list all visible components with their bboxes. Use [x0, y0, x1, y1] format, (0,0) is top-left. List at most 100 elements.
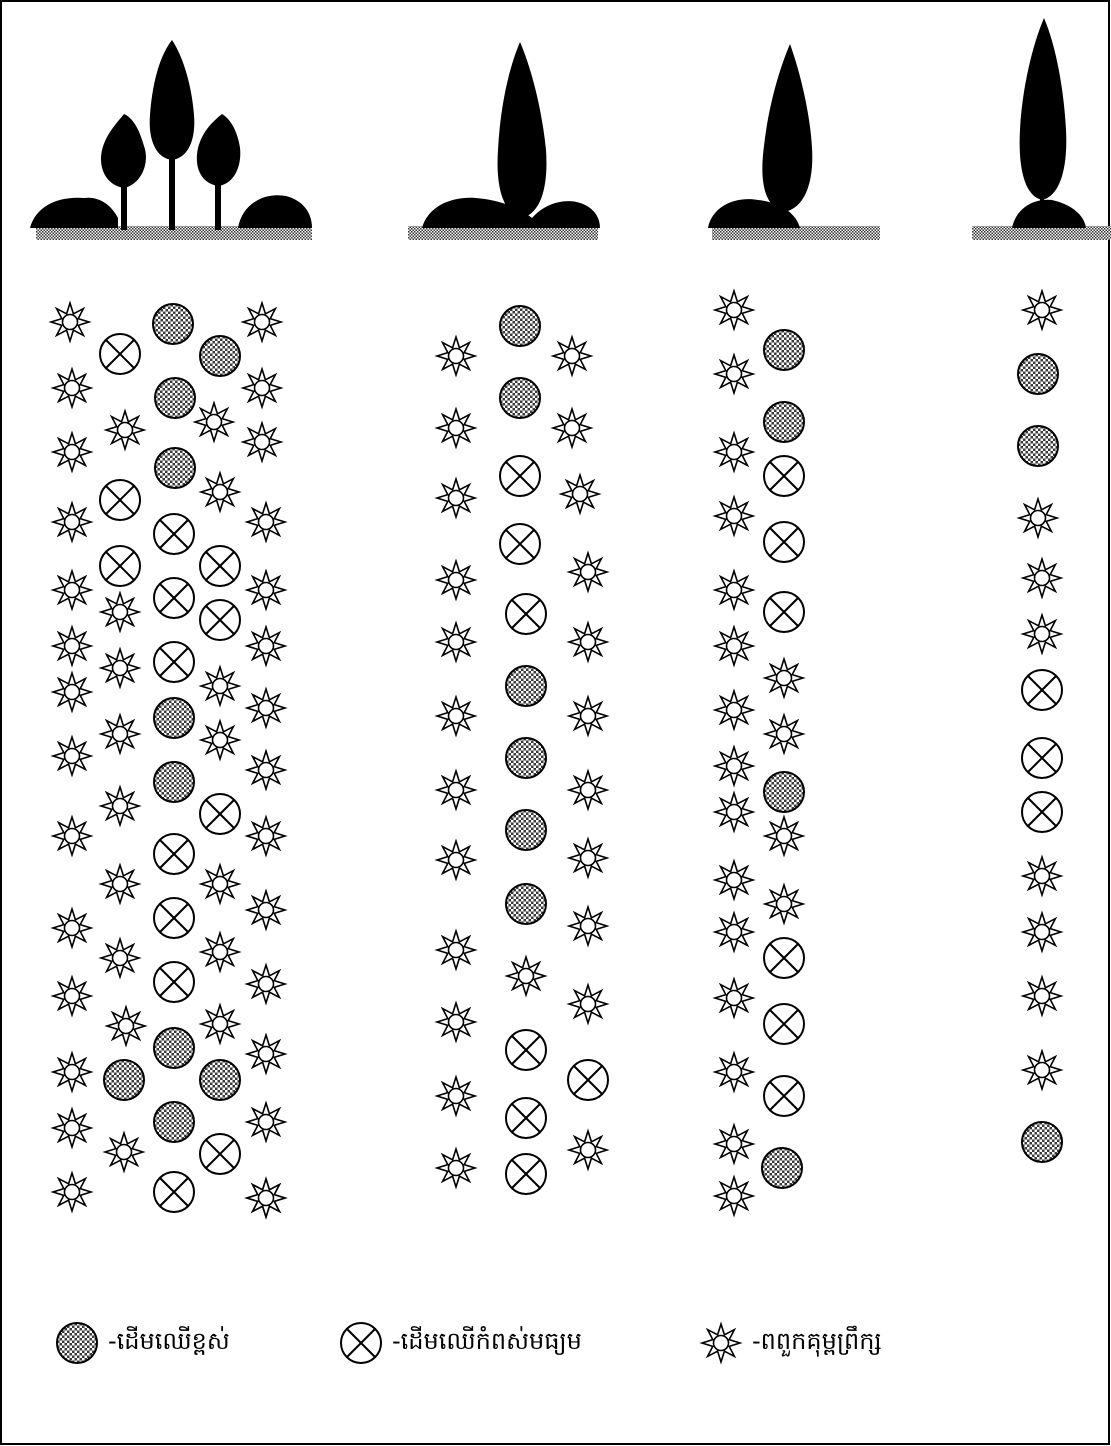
shrub-mark — [507, 957, 545, 995]
shrub-mark — [715, 571, 753, 609]
shrub-mark — [195, 403, 233, 441]
shrub-mark — [569, 907, 607, 945]
medium-tree-mark — [100, 546, 140, 586]
medium-tree-mark — [1022, 792, 1062, 832]
tall-tree-mark — [500, 378, 540, 418]
shrub-mark — [53, 1173, 91, 1211]
medium-tree-mark — [154, 834, 194, 874]
shrub-mark — [765, 885, 803, 923]
shrub-mark — [715, 1125, 753, 1163]
shrub-mark — [437, 409, 475, 447]
shrub-mark — [53, 737, 91, 775]
shrub-mark — [1023, 1051, 1061, 1089]
tall-tree-mark — [764, 402, 804, 442]
shrub-mark — [561, 475, 599, 513]
tall-tree-mark — [1018, 426, 1058, 466]
legend-shrub-label: -ពពួកគុម្ពព្រឹក្ស — [752, 1326, 882, 1361]
medium-tree-mark — [764, 456, 804, 496]
legend-shrub: -ពពួកគុម្ពព្រឹក្ស — [696, 1318, 882, 1368]
shrub-mark — [53, 503, 91, 541]
medium-tree-mark — [506, 1030, 546, 1070]
tall-tree-mark — [200, 1060, 240, 1100]
checkered-circle-icon — [52, 1318, 102, 1368]
medium-tree-mark — [200, 600, 240, 640]
shrub-mark — [101, 939, 139, 977]
tall-tree-mark — [104, 1060, 144, 1100]
shrub-mark — [1019, 499, 1057, 537]
tall-tree-mark — [762, 1148, 802, 1188]
shrub-mark — [1023, 857, 1061, 895]
medium-tree-mark — [154, 898, 194, 938]
tall-tree-mark — [154, 762, 194, 802]
shrub-mark — [715, 913, 753, 951]
shrub-mark — [247, 689, 285, 727]
shrub-mark — [247, 817, 285, 855]
tall-tree-mark — [200, 336, 240, 376]
shrub-mark — [1023, 559, 1061, 597]
shrub-mark — [53, 433, 91, 471]
medium-tree-mark — [154, 514, 194, 554]
stand-3-plan — [715, 291, 804, 1215]
medium-tree-mark — [764, 1004, 804, 1044]
shrub-mark — [715, 747, 753, 785]
shrub-mark — [247, 503, 285, 541]
legend-tall-tree: -ដើមឈើខ្ពស់ — [52, 1318, 230, 1368]
tree-layout — [51, 291, 1062, 1217]
shrub-mark — [107, 1007, 145, 1045]
shrub-mark — [247, 1103, 285, 1141]
shrub-mark — [247, 891, 285, 929]
shrub-mark — [437, 623, 475, 661]
shrub-mark — [715, 1053, 753, 1091]
shrub-mark — [553, 409, 591, 447]
shrub-mark — [201, 865, 239, 903]
medium-tree-mark — [764, 938, 804, 978]
medium-tree-mark — [764, 1076, 804, 1116]
shrub-mark — [201, 473, 239, 511]
shrub-mark — [569, 839, 607, 877]
stand-2-plan — [437, 306, 608, 1194]
shrub-mark — [569, 1131, 607, 1169]
tall-tree-mark — [154, 1028, 194, 1068]
shrub-mark — [243, 303, 281, 341]
shrub-mark — [247, 965, 285, 1003]
shrub-mark — [105, 1133, 143, 1171]
stand-2-silhouette — [408, 42, 600, 240]
shrub-mark — [569, 771, 607, 809]
shrub-mark — [715, 691, 753, 729]
stand-3-silhouette — [708, 44, 880, 240]
shrub-mark — [53, 1053, 91, 1091]
shrub-mark — [437, 697, 475, 735]
shrub-mark — [437, 1149, 475, 1187]
tall-tree-mark — [764, 772, 804, 812]
medium-tree-mark — [154, 578, 194, 618]
stand-4-silhouette — [972, 18, 1111, 240]
medium-tree-mark — [1022, 738, 1062, 778]
tall-tree-mark — [155, 378, 195, 418]
shrub-mark — [243, 369, 281, 407]
medium-tree-mark — [506, 1098, 546, 1138]
medium-tree-mark — [500, 524, 540, 564]
shrub-mark — [437, 841, 475, 879]
tall-tree-mark — [506, 884, 546, 924]
shrub-mark — [201, 1005, 239, 1043]
shrub-mark — [569, 623, 607, 661]
tall-tree-mark — [154, 698, 194, 738]
tall-tree-mark — [1018, 354, 1058, 394]
shrub-mark — [715, 291, 753, 329]
shrub-mark — [101, 715, 139, 753]
shrub-mark — [1023, 291, 1061, 329]
medium-tree-mark — [154, 1172, 194, 1212]
medium-tree-mark — [764, 522, 804, 562]
tall-tree-mark — [1022, 1122, 1062, 1162]
shrub-mark — [201, 667, 239, 705]
shrub-mark — [1023, 615, 1061, 653]
shrub-mark — [765, 715, 803, 753]
shrub-mark — [715, 1177, 753, 1215]
shrub-mark — [437, 931, 475, 969]
medium-tree-mark — [154, 962, 194, 1002]
shrub-mark — [53, 977, 91, 1015]
shrub-mark — [53, 369, 91, 407]
shrub-mark — [437, 771, 475, 809]
shrub-mark — [553, 337, 591, 375]
